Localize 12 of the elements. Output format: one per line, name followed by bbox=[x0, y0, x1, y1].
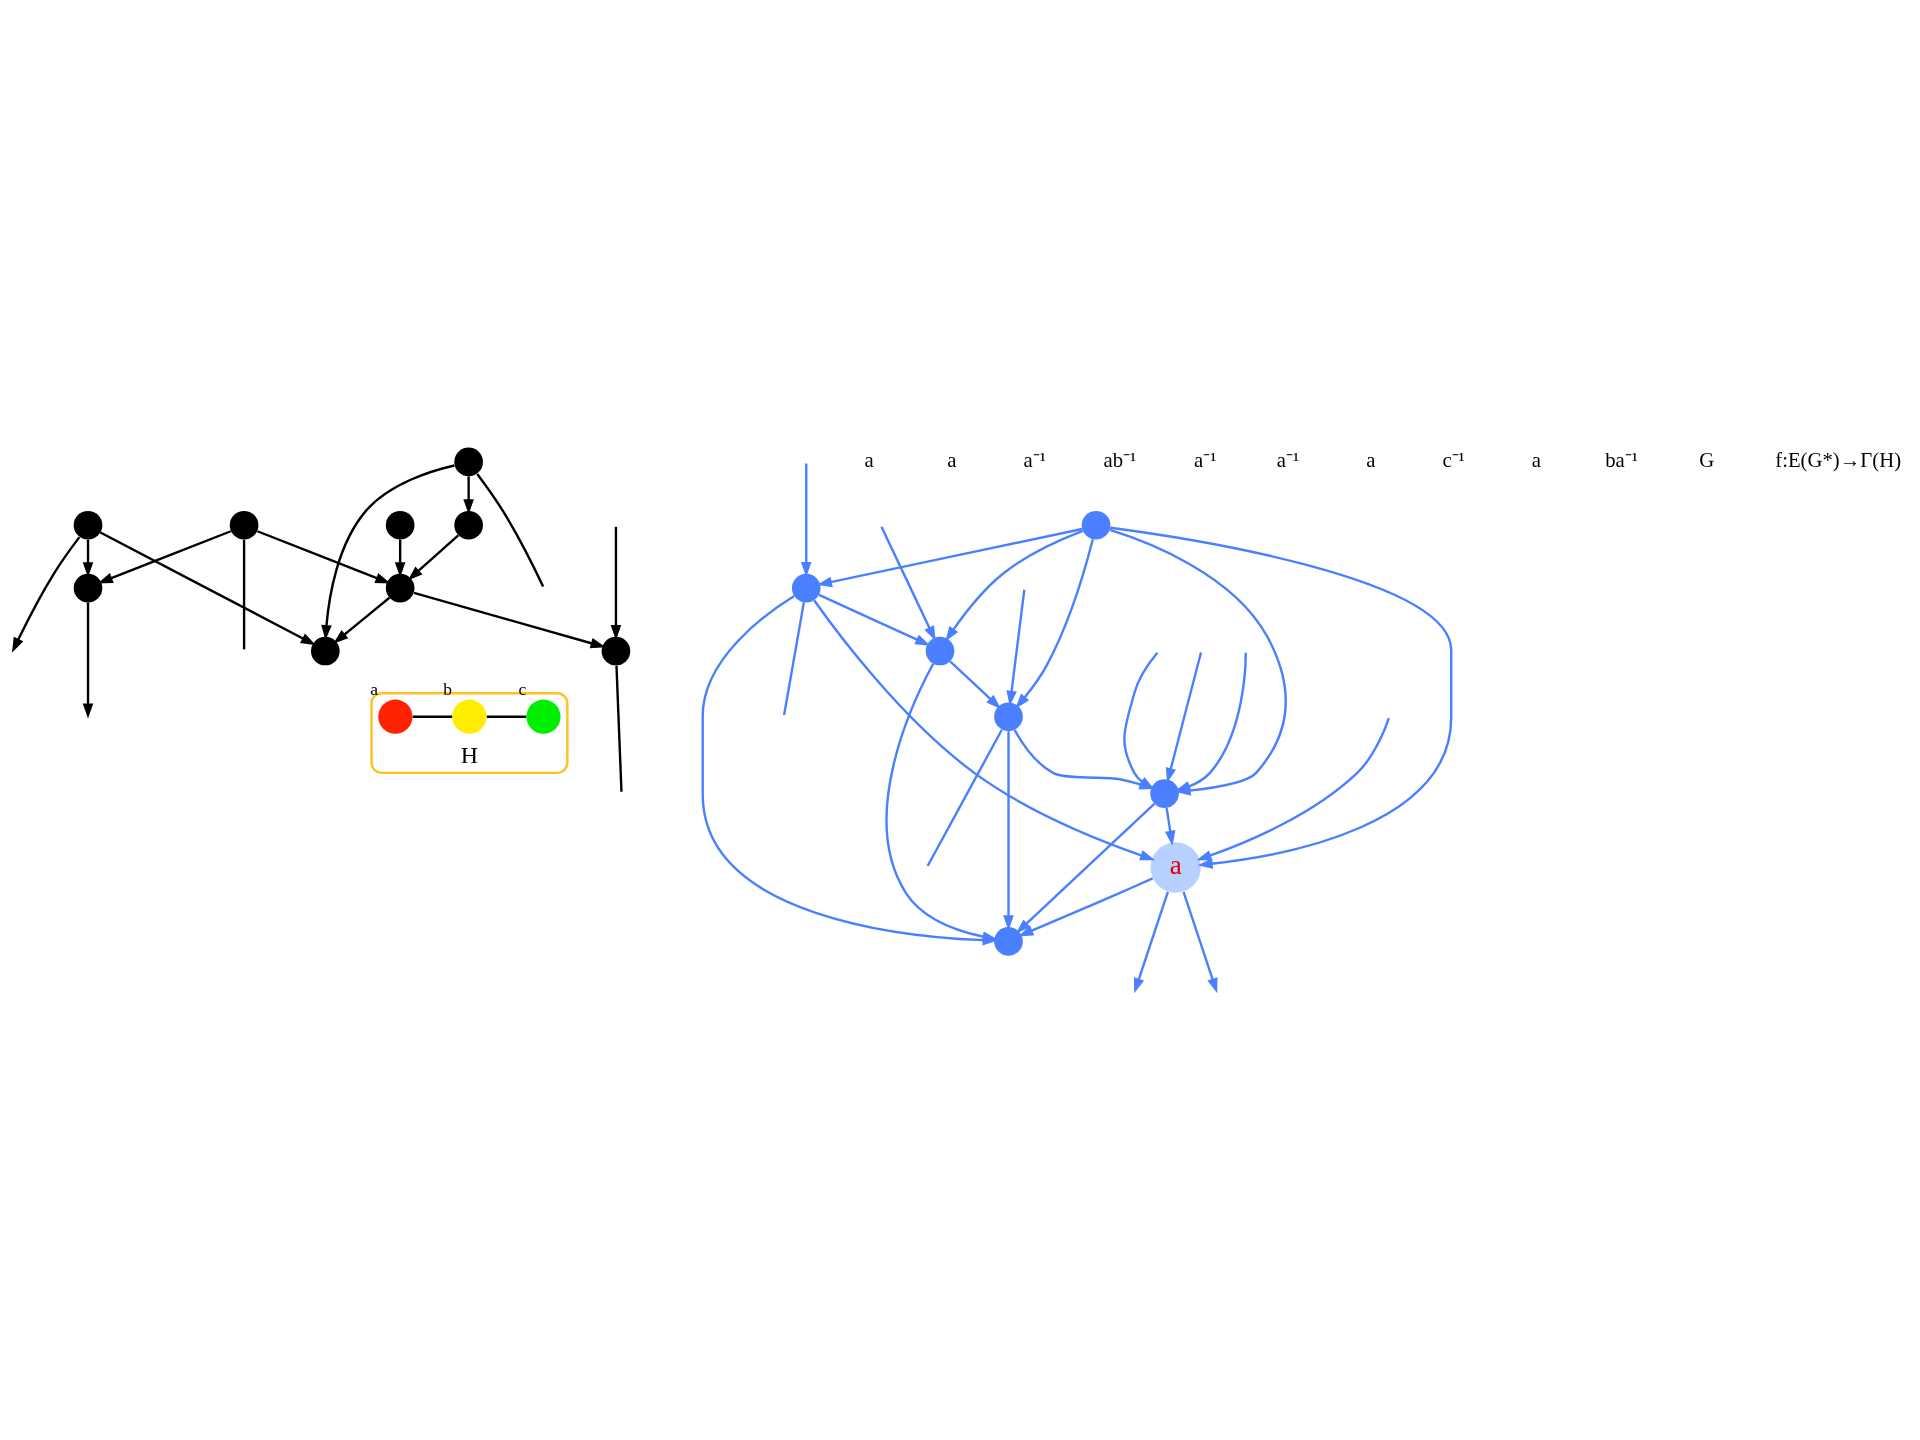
label: a⁻¹ bbox=[1193, 448, 1217, 471]
label: a⁻¹ bbox=[1276, 448, 1300, 471]
label: a bbox=[864, 448, 874, 471]
label: ba⁻¹ bbox=[1605, 448, 1638, 471]
label: a bbox=[1531, 448, 1542, 471]
label: a bbox=[947, 448, 957, 471]
label: f:E(G*)→Γ(H) bbox=[1775, 448, 1902, 471]
label: G bbox=[1699, 448, 1715, 471]
label: ab⁻¹ bbox=[1103, 448, 1137, 471]
label: c⁻¹ bbox=[1442, 448, 1465, 471]
label: a⁻¹ bbox=[1023, 448, 1046, 471]
label: a bbox=[1366, 448, 1376, 471]
